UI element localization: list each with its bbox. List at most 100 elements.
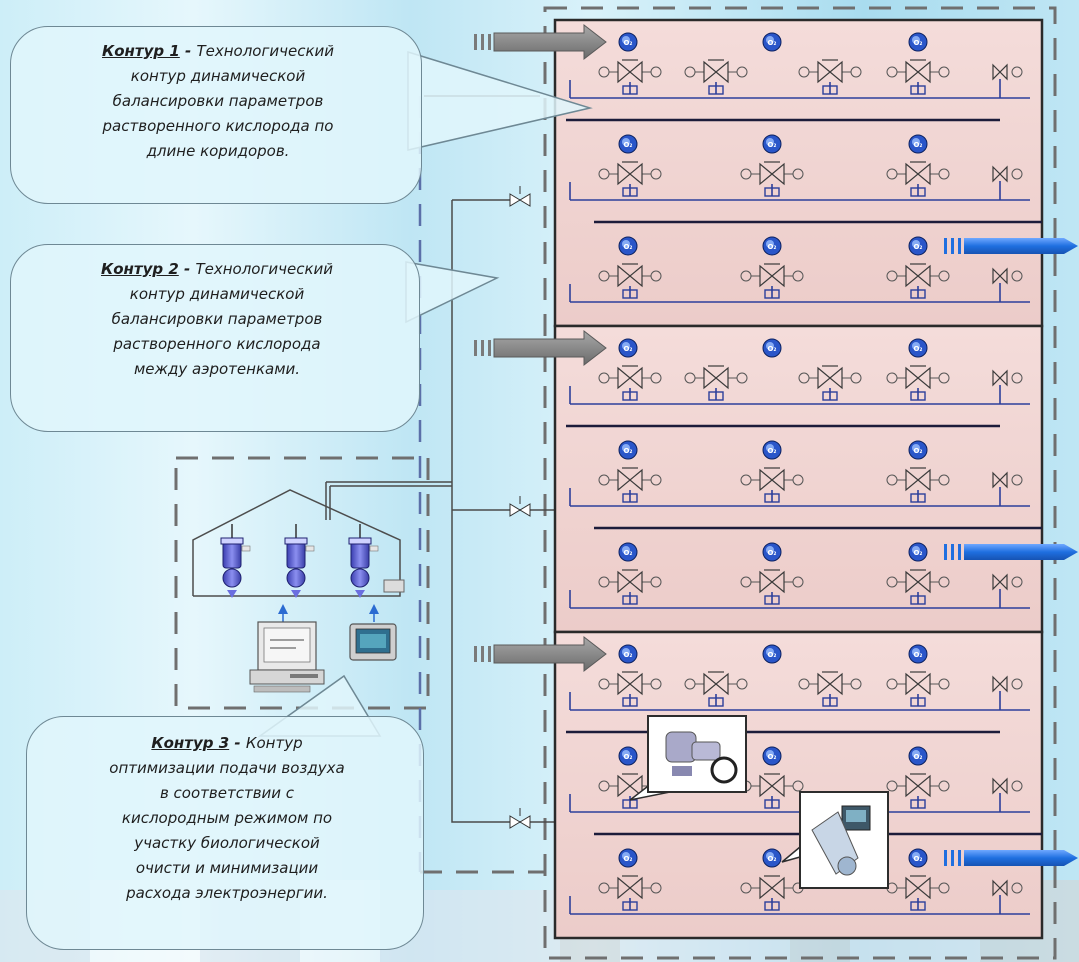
oxygen-sensor-icon: O₂ [618, 440, 638, 460]
callout-separator: - [179, 42, 197, 60]
sensor-label: O₂ [767, 753, 776, 761]
callout-line: Контур [245, 734, 303, 752]
control-valve-icon [886, 263, 950, 299]
air-blower-icon [348, 524, 379, 598]
tank-body [553, 18, 1044, 328]
control-valve-icon [598, 365, 662, 401]
callout-line: оптимизации подачи воздуха [109, 759, 345, 777]
sensor-label: O₂ [767, 243, 776, 251]
control-valve-icon [886, 59, 950, 95]
control-valve-icon [684, 365, 748, 401]
gray-flow-arrow-icon [474, 635, 607, 673]
control-valve-icon [509, 808, 531, 829]
sensor-label: O₂ [913, 141, 922, 149]
control-valve-icon [598, 671, 662, 707]
control-valve-icon [992, 165, 1023, 200]
callout-line: Технологический [195, 260, 334, 278]
callout-line: растворенного кислорода по [102, 117, 334, 135]
control-valve-icon [886, 365, 950, 401]
control-valve-icon [598, 875, 662, 911]
tank-corridor: O₂ O₂ O₂ [569, 440, 1042, 530]
oxygen-sensor-icon: O₂ [618, 32, 638, 52]
flow-arrows [474, 23, 1078, 866]
oxygen-sensor-icon: O₂ [908, 440, 928, 460]
control-valve-icon [992, 267, 1023, 302]
control-valve-icon [992, 777, 1023, 812]
oxygen-sensor-icon: O₂ [618, 848, 638, 868]
control-valve-icon [886, 467, 950, 503]
callout-line: Технологический [196, 42, 335, 60]
control-valve-icon [740, 467, 804, 503]
tank-body [553, 630, 1044, 940]
control-cabinet [383, 579, 405, 593]
oxygen-sensor-icon: O₂ [762, 338, 782, 358]
sensor-label: O₂ [767, 141, 776, 149]
oxygen-sensor-icon: O₂ [908, 32, 928, 52]
aeration-tanks: O₂ O₂ O₂ O₂ O₂ O₂ O₂ O₂ O₂ O₂ O₂ O₂ O₂ O₂ O₂ O₂ O₂ O₂ O₂ O₂… [509, 18, 1044, 940]
sensor-label: O₂ [913, 447, 922, 455]
oxygen-sensor-icon: O₂ [618, 236, 638, 256]
tank-body [553, 324, 1044, 634]
callout-line: кислородным режимом по [121, 809, 333, 827]
callout-title: Контур 3 [151, 734, 230, 752]
blower-station [192, 489, 889, 889]
sensor-label: O₂ [623, 447, 632, 455]
callout-title: Контур 1 [101, 42, 180, 60]
control-valve-icon [992, 471, 1023, 506]
oxygen-sensor-icon: O₂ [762, 32, 782, 52]
sensor-label: O₂ [767, 447, 776, 455]
oxygen-sensor-icon: O₂ [618, 338, 638, 358]
valve-actuator-photo-icon [629, 715, 747, 801]
callout-contour-2: Контур 2 - Технологический контур динами… [10, 244, 420, 432]
gray-flow-arrow-icon [474, 23, 607, 61]
tank-corridor: O₂ O₂ O₂ [566, 338, 1030, 428]
computer-workstation-icon [249, 621, 325, 693]
oxygen-sensor-icon: O₂ [908, 542, 928, 562]
oxygen-sensor-icon: O₂ [908, 338, 928, 358]
gray-flow-arrow-icon [474, 329, 607, 367]
control-valve-icon [798, 59, 862, 95]
sensor-label: O₂ [767, 345, 776, 353]
sensor-label: O₂ [913, 345, 922, 353]
control-valve-icon [886, 161, 950, 197]
signal-arrow-icon [369, 604, 379, 614]
oxygen-sensor-icon: O₂ [618, 644, 638, 664]
callout-separator: - [229, 734, 246, 752]
callout-line: контур динамической [129, 285, 305, 303]
blue-flow-arrow-icon [944, 544, 1078, 560]
callout-line: контур динамической [130, 67, 306, 85]
oxygen-sensor-icon: O₂ [762, 134, 782, 154]
tank-corridor: O₂ O₂ O₂ [569, 236, 1030, 303]
control-valve-icon [886, 569, 950, 605]
control-valve-icon [886, 773, 950, 809]
callout-line: между аэротенками. [133, 360, 301, 378]
sensor-label: O₂ [913, 855, 922, 863]
callout-title: Контур 2 [100, 260, 179, 278]
control-valve-icon [886, 875, 950, 911]
callout-line: очисти и минимизации [135, 859, 319, 877]
control-valve-icon [798, 671, 862, 707]
sensor-label: O₂ [767, 549, 776, 557]
control-valve-icon [740, 263, 804, 299]
aeration-section-boundary [543, 6, 1057, 960]
sensor-label: O₂ [623, 855, 632, 863]
oxygen-sensor-icon: O₂ [762, 848, 782, 868]
sensor-label: O₂ [913, 243, 922, 251]
blue-flow-arrow-icon [944, 850, 1078, 866]
blue-flow-arrow-icon [944, 238, 1078, 254]
oxygen-sensor-icon: O₂ [908, 134, 928, 154]
callout-line: балансировки параметров [111, 310, 323, 328]
control-valve-icon [740, 161, 804, 197]
oxygen-sensor-icon: O₂ [762, 746, 782, 766]
operator-panel-icon [349, 623, 397, 661]
tank-corridor: O₂ O₂ O₂ [566, 32, 1030, 122]
callout-separator: - [178, 260, 196, 278]
control-valve-icon [509, 496, 531, 517]
control-valve-icon [886, 671, 950, 707]
